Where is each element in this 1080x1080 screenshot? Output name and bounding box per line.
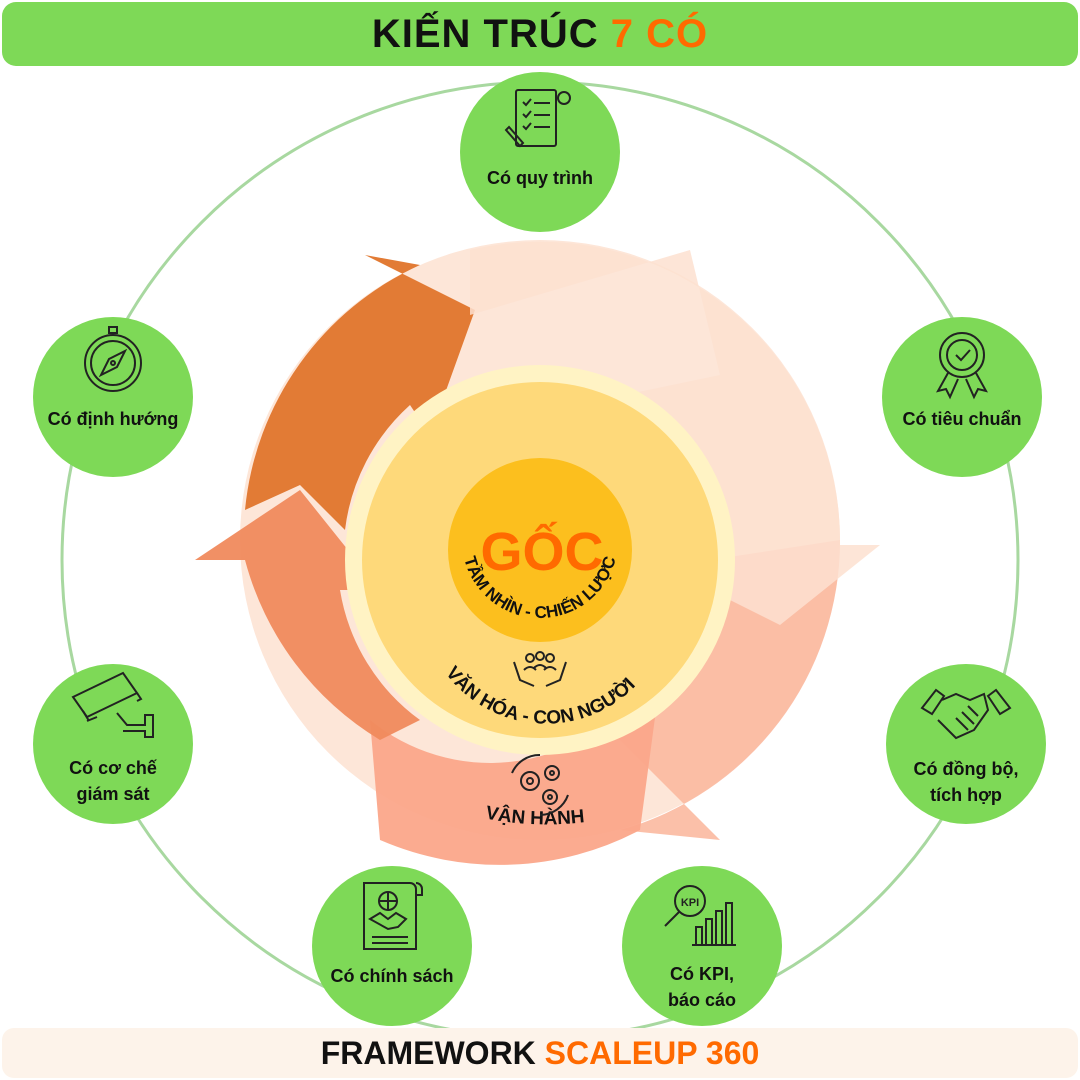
node-label: Có định hướng [48, 409, 179, 429]
gears-icon [511, 753, 569, 816]
node-label-line-2: tích hợp [930, 785, 1002, 805]
node-label-line-2: báo cáo [668, 990, 736, 1010]
kpi-chart-icon: KPI [664, 885, 736, 946]
checklist-icon [504, 89, 571, 148]
node-label: Có chính sách [330, 966, 453, 986]
node-circle [882, 317, 1042, 477]
node-circle [312, 866, 472, 1026]
footer-bar: FRAMEWORK SCALEUP 360 [2, 1028, 1078, 1078]
node-circle [460, 72, 620, 232]
svg-text:KPI: KPI [681, 897, 699, 909]
arrow-top-left [245, 255, 475, 530]
node-kpi: KPI Có KPI, báo cáo [622, 866, 782, 1026]
footer-part-2: SCALEUP 360 [544, 1034, 760, 1071]
node-dinh-huong: Có định hướng [33, 317, 193, 477]
node-circle [33, 317, 193, 477]
cycle-arrows [195, 240, 880, 865]
compass-icon [84, 326, 142, 392]
node-label: Có tiêu chuẩn [902, 409, 1021, 429]
footer-title: FRAMEWORK SCALEUP 360 [321, 1035, 760, 1072]
people-icon [513, 651, 567, 687]
node-label-line-2: giám sát [76, 784, 149, 804]
arrow-bottom [370, 680, 660, 865]
security-camera-icon [71, 671, 154, 738]
node-chinh-sach: Có chính sách [312, 866, 472, 1026]
page-title: KIẾN TRÚC 7 CÓ [372, 12, 708, 57]
node-label-line-1: Có cơ chế [69, 758, 158, 778]
nodes: Có quy trình Có tiêu chuẩn Có đồng bộ, t… [33, 72, 1046, 1026]
node-quy-trinh: Có quy trình [460, 72, 620, 232]
policy-document-icon [363, 882, 423, 950]
node-label-line-1: Có đồng bộ, [914, 759, 1019, 779]
node-label: Có quy trình [487, 168, 593, 188]
node-label-line-1: Có KPI, [670, 964, 734, 984]
title-bar: KIẾN TRÚC 7 CÓ [2, 2, 1078, 66]
badge-icon [936, 332, 988, 400]
node-tieu-chuan: Có tiêu chuẩn [882, 317, 1042, 477]
core-title: GỐC [480, 522, 603, 582]
handshake-icon [920, 688, 1012, 740]
title-part-2: 7 CÓ [610, 11, 709, 56]
title-part-1: KIẾN TRÚC [371, 11, 599, 56]
node-circle [33, 664, 193, 824]
footer-part-1: FRAMEWORK [320, 1034, 536, 1071]
core-disc [448, 458, 632, 642]
arrow-left [195, 490, 420, 740]
node-giam-sat: Có cơ chế giám sát [33, 664, 193, 824]
node-dong-bo: Có đồng bộ, tích hợp [886, 664, 1046, 824]
